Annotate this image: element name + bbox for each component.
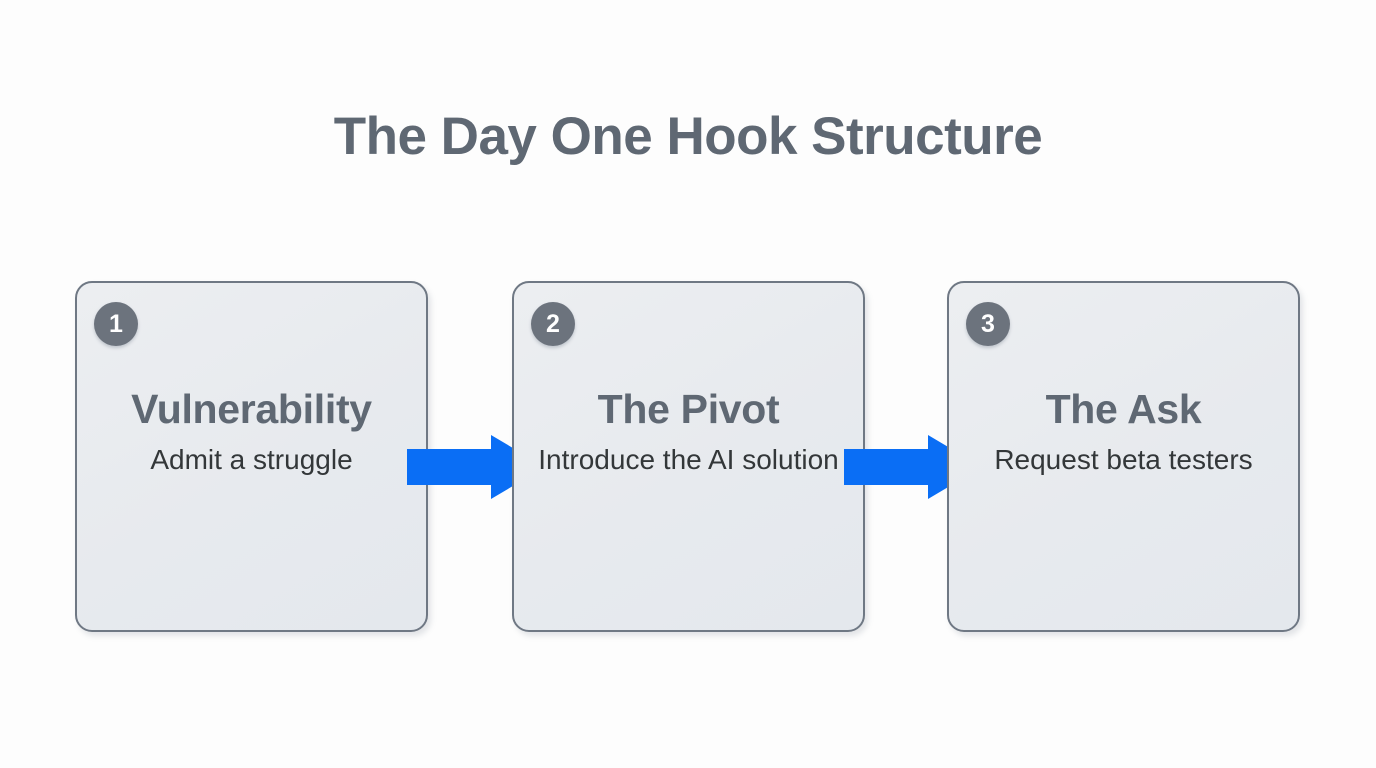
process-flow: 1 Vulnerability Admit a struggle 2 The P… <box>0 281 1376 633</box>
page-title: The Day One Hook Structure <box>333 107 1043 166</box>
step-subtitle-1: Admit a struggle <box>150 443 353 475</box>
step-title-3: The Ask <box>1045 386 1202 432</box>
step-title-1: Vulnerability <box>131 386 372 432</box>
step-badge-1: 1 <box>94 302 138 346</box>
step-title-2: The Pivot <box>597 386 780 432</box>
step-badge-2: 2 <box>531 302 575 346</box>
step-card-1[interactable]: 1 Vulnerability Admit a struggle <box>75 281 428 632</box>
step-card-2[interactable]: 2 The Pivot Introduce the AI solution <box>512 281 865 632</box>
step-badge-3: 3 <box>966 302 1010 346</box>
step-text-3: The Ask Request beta testers <box>963 386 1284 480</box>
arrow-step-1-to-2-icon <box>407 435 545 499</box>
step-text-1: Vulnerability Admit a struggle <box>91 386 412 480</box>
step-subtitle-3: Request beta testers <box>994 443 1253 475</box>
step-subtitle-2: Introduce the AI solution <box>538 443 839 475</box>
step-text-2: The Pivot Introduce the AI solution <box>528 386 849 480</box>
step-card-3[interactable]: 3 The Ask Request beta testers <box>947 281 1300 632</box>
